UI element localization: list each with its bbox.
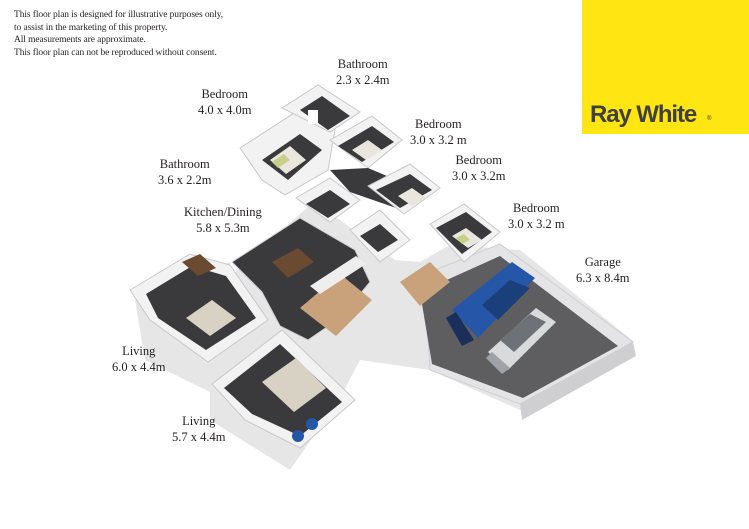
sofa-icon xyxy=(186,300,236,336)
chair-icon xyxy=(306,418,318,430)
silver-car-icon xyxy=(486,308,556,374)
disclaimer-line: This floor plan is designed for illustra… xyxy=(14,10,224,20)
disclaimer-line: All measurements are approximate. xyxy=(14,35,146,46)
kitchen-dining xyxy=(231,177,411,341)
dining-table-icon xyxy=(272,248,314,278)
chair-icon xyxy=(292,430,304,442)
sofa-icon xyxy=(262,358,326,412)
bedroom-wing xyxy=(239,84,501,306)
disclaimer-line: to assist in the marketing of this prope… xyxy=(14,22,168,33)
living-areas xyxy=(129,253,356,449)
logo-registered-mark: ® xyxy=(707,116,712,122)
disclaimer-text: This floor plan is designed for illustra… xyxy=(14,9,274,59)
ray-white-logo: Ray White ® xyxy=(582,0,749,134)
blue-car-icon xyxy=(446,262,535,346)
logo-wordmark: Ray White xyxy=(590,101,697,128)
disclaimer-line: This floor plan can not be reproduced wi… xyxy=(14,47,217,58)
garage xyxy=(414,243,636,420)
